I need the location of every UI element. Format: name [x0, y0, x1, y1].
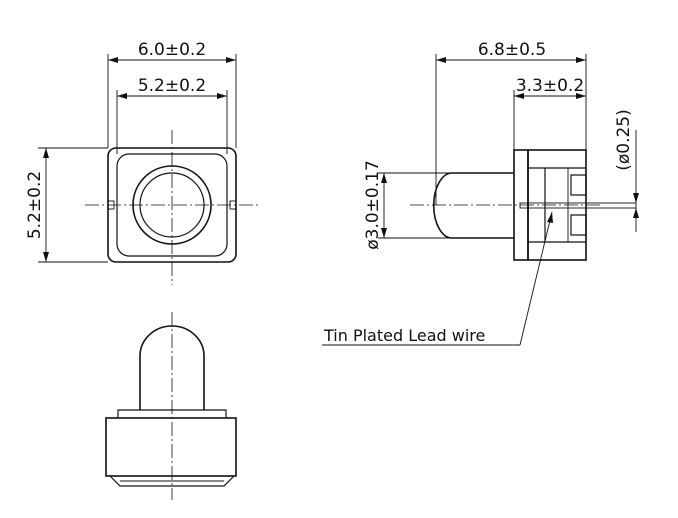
dim-side-body-length: 3.3±0.2: [516, 76, 584, 96]
top-view: 6.0±0.2 5.2±0.2 5.2±0.2: [25, 40, 260, 285]
front-view-body: [105, 417, 237, 477]
side-view-lead-wire: [519, 202, 637, 209]
dim-side-length: 6.8±0.5: [478, 40, 546, 60]
front-view-base: [109, 475, 235, 487]
side-view-lens: [432, 172, 514, 239]
dim-lead-diameter: (ø0.25): [614, 109, 634, 171]
lead-callout-leader: [519, 211, 553, 346]
dim-top-height: 5.2±0.2: [25, 171, 45, 239]
side-view: 6.8±0.5 3.3±0.2 ø3.0±0.17 (ø0.25) Tin Pl…: [322, 40, 639, 346]
dim-top-width-inner: 5.2±0.2: [138, 76, 206, 96]
dim-top-width-outer: 6.0±0.2: [138, 40, 206, 60]
front-view: [105, 312, 237, 500]
lead-callout-label: Tin Plated Lead wire: [323, 326, 485, 345]
dim-lens-diameter: ø3.0±0.17: [363, 160, 383, 250]
